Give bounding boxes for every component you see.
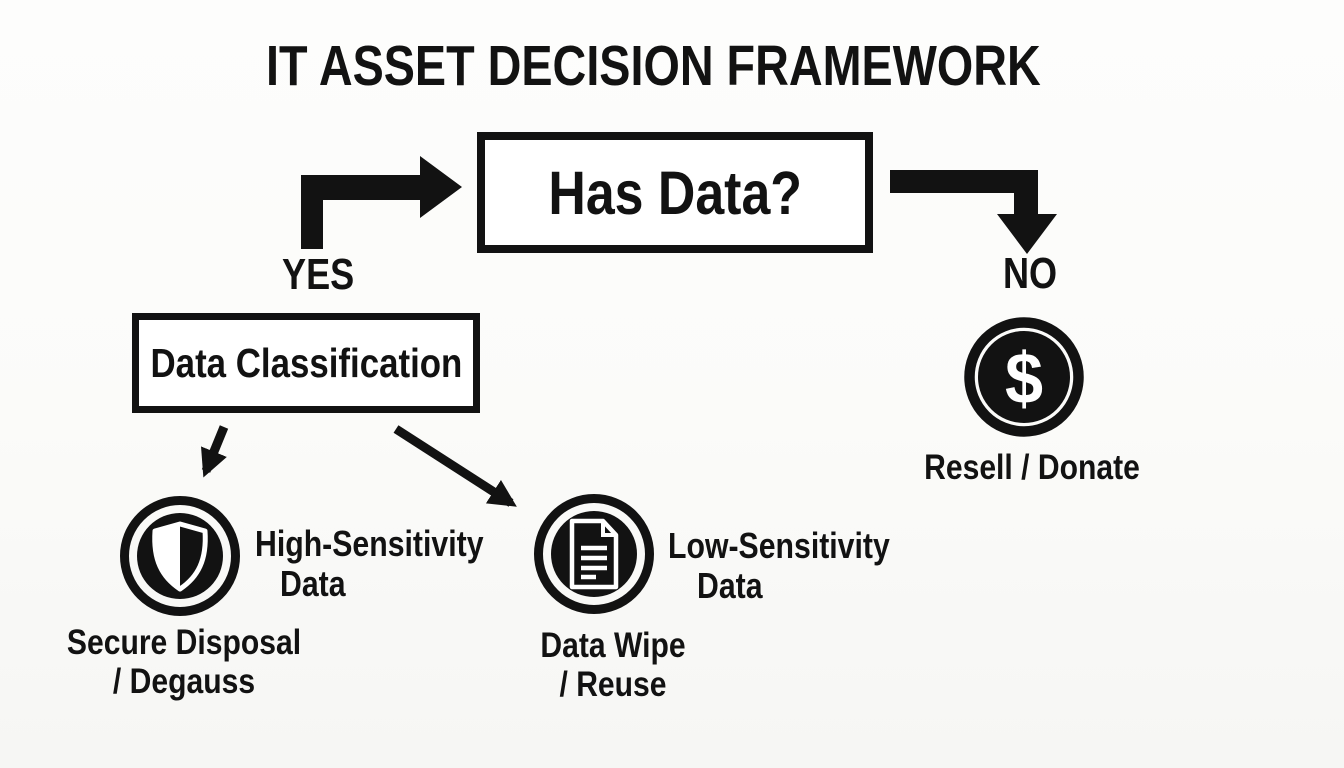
no-arrow [890,170,1057,254]
classification-box-label: Data Classification [150,339,462,386]
branch-label-no: NO [1003,249,1058,298]
label-secure-disposal-degauss: Secure Disposal / Degauss [66,623,302,701]
yes-arrow [301,156,462,249]
decision-box-has-data: Has Data? [477,132,873,253]
label-high-sensitivity-data: High-Sensitivity Data [255,523,484,604]
page-title: IT ASSET DECISION FRAMEWORK [0,33,1307,99]
decision-box-label: Has Data? [548,158,802,227]
shield-icon [120,496,240,616]
label-low-sensitivity-data: Low-Sensitivity Data [668,525,890,606]
branch-label-yes: YES [282,250,355,299]
page-title-text: IT ASSET DECISION FRAMEWORK [266,34,1041,98]
low-sensitivity-arrow [393,425,517,507]
label-resell-donate: Resell / Donate [924,448,1140,487]
label-data-wipe-reuse: Data Wipe / Reuse [540,626,686,704]
process-box-data-classification: Data Classification [132,313,480,413]
dollar-icon: $ [964,317,1084,437]
high-sensitivity-arrow [201,425,229,478]
dollar-symbol: $ [1005,337,1043,418]
document-icon [534,494,654,614]
